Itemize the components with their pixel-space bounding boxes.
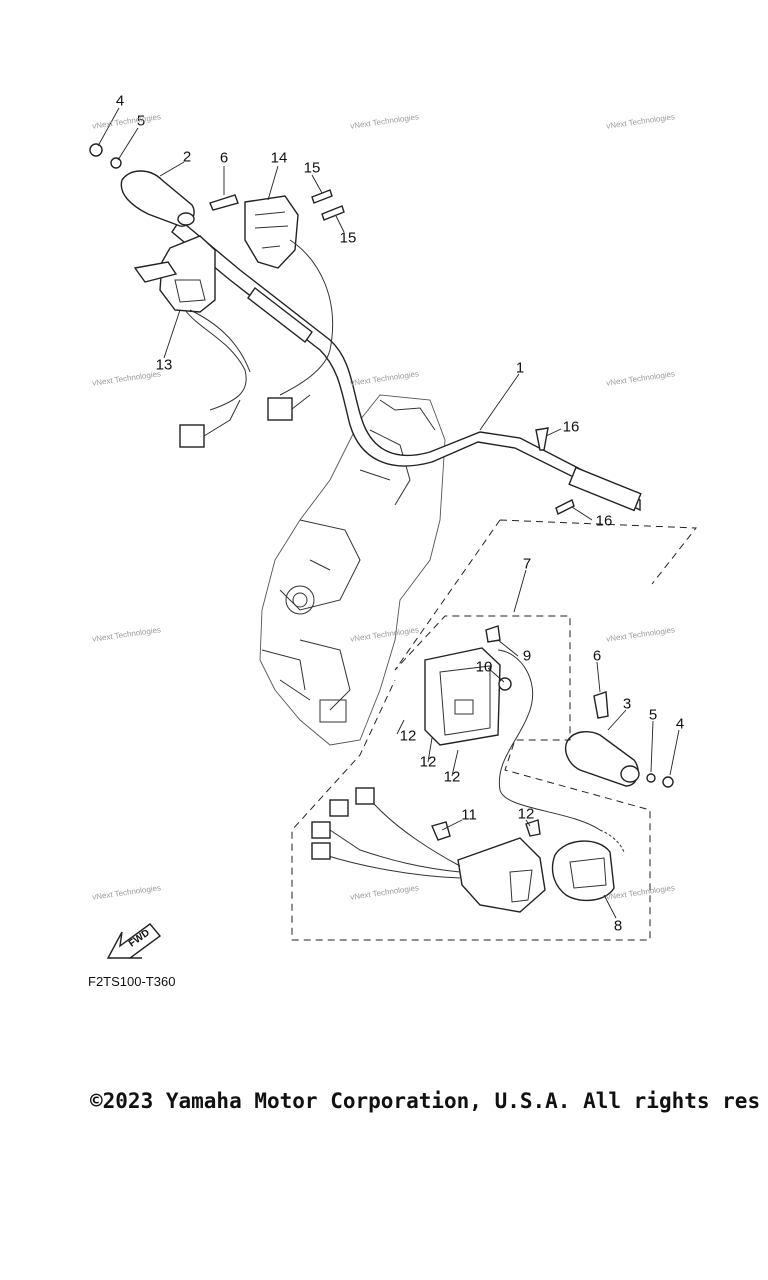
throttle-lever [551,840,615,902]
left-grip [120,170,195,227]
control-box [424,625,625,853]
callout-12: 12 [399,727,417,745]
callout-14: 14 [270,149,288,167]
parts-diagram: 4 5 2 6 14 15 15 13 1 16 16 7 9 10 6 3 5… [88,92,697,989]
diagram-drawing [89,107,697,959]
callout-4: 4 [115,92,125,110]
callout-15: 15 [339,229,357,247]
callout-6: 6 [592,647,602,665]
copyright-notice: ©2023 Yamaha Motor Corporation, U.S.A. A… [90,1089,761,1113]
callout-4: 4 [675,715,685,733]
leader-lines [97,107,680,919]
callout-16: 16 [595,512,613,530]
callout-11: 11 [461,806,477,824]
screws [89,143,674,788]
handlebar [171,218,642,512]
callout-10: 10 [475,658,493,676]
assembly-outline [291,519,697,941]
callout-5: 5 [648,706,658,724]
callout-5: 5 [136,112,146,130]
callout-8: 8 [613,917,623,935]
diagram-code: F2TS100-T360 [88,974,176,989]
callout-16: 16 [562,418,580,436]
callout-9: 9 [522,647,532,665]
right-grip [564,731,640,787]
fwd-arrow [106,923,162,959]
callout-1: 1 [515,359,525,377]
switch-block [244,195,334,396]
callout-6: 6 [219,149,229,167]
callout-15: 15 [303,159,321,177]
wire-harness [311,787,461,879]
callout-3: 3 [622,695,632,713]
callout-2: 2 [182,148,192,166]
left-switch-housing [133,235,251,411]
connectors-upper [179,394,311,448]
callout-12: 12 [443,768,461,786]
callout-12: 12 [419,753,437,771]
engine-body [259,394,446,746]
throttle-housing [431,819,546,913]
callout-13: 13 [155,356,173,374]
callout-7: 7 [522,555,532,573]
callout-12: 12 [517,805,535,823]
